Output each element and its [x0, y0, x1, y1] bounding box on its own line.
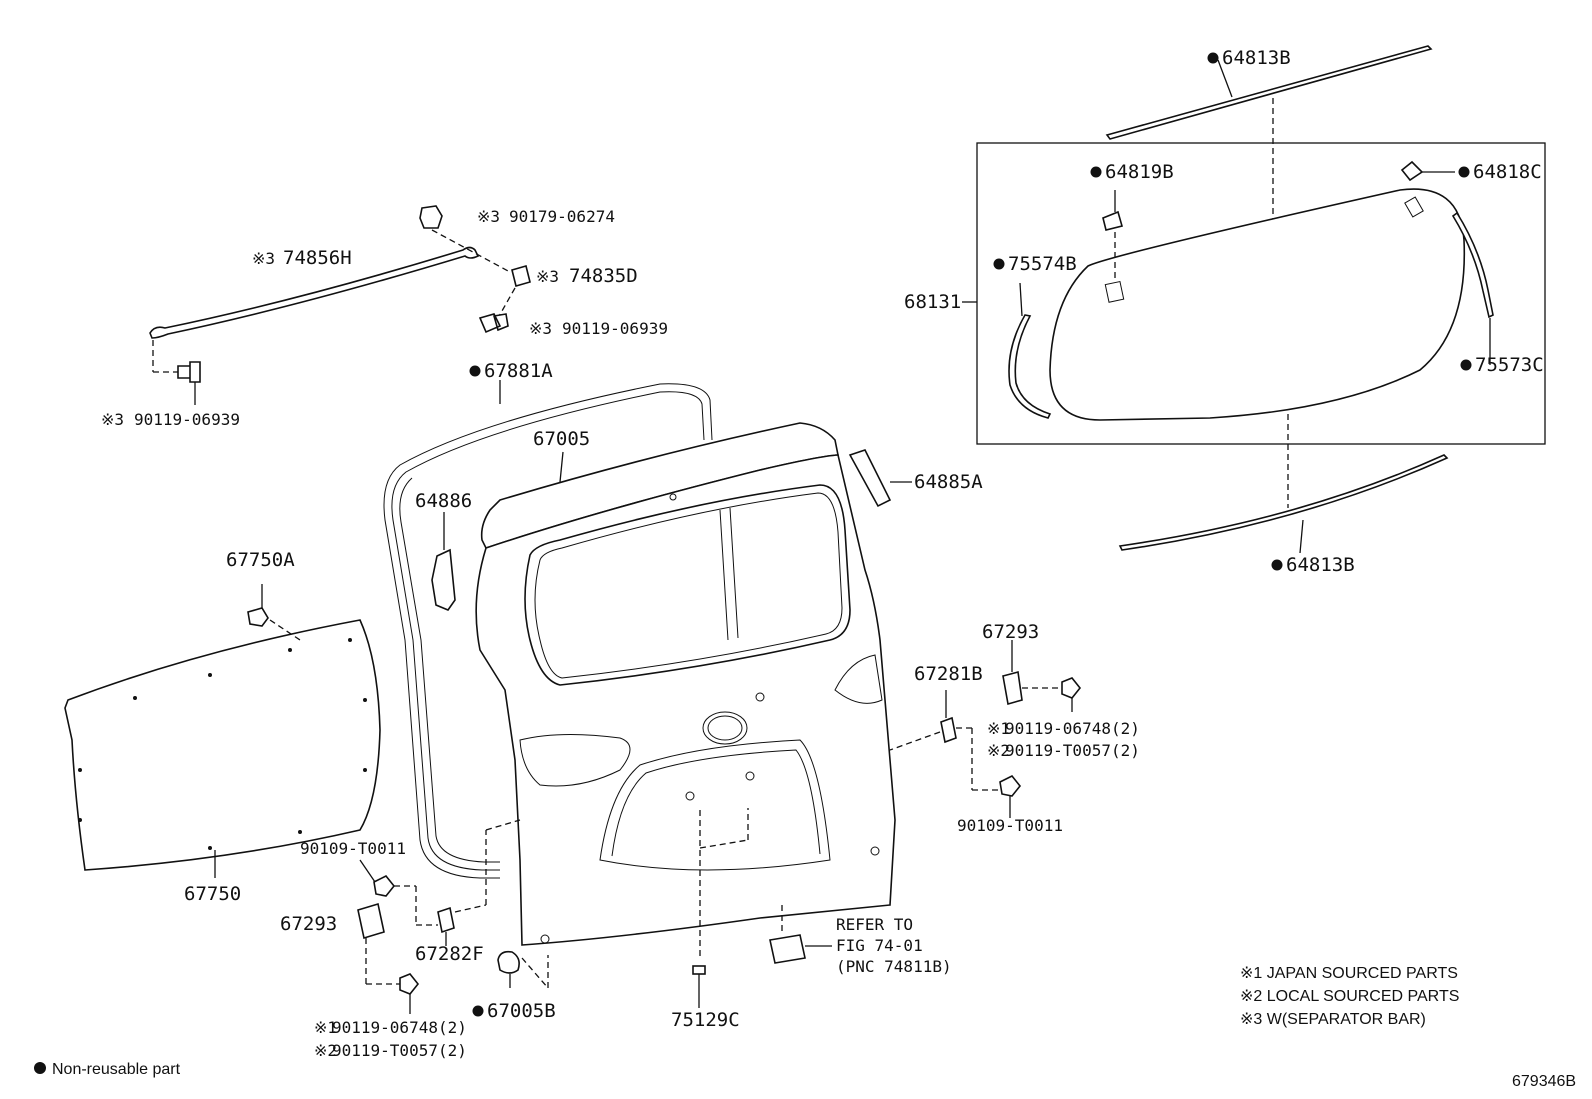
source-notes: ※1 JAPAN SOURCED PARTS ※2 LOCAL SOURCED …	[1240, 965, 1459, 1028]
label-74856H: 74856H	[283, 247, 352, 269]
label-75573C: 75573C	[1475, 354, 1544, 376]
license-recess	[599, 739, 831, 871]
label-90119-06939-upper: 90119-06939	[562, 319, 668, 338]
bolt-left-part	[399, 973, 420, 995]
bolt-right-part	[1061, 677, 1082, 699]
label-67005B: 67005B	[487, 1000, 556, 1022]
prefix-90119-a: ※3	[529, 319, 552, 338]
bracket-64886-part	[431, 548, 456, 611]
label-90119-T0057-right: 90119-T0057(2)	[1005, 741, 1140, 760]
label-64885A: 64885A	[914, 471, 983, 493]
left-lamp	[519, 733, 631, 787]
part-labels: 64813B 64819B 64818C 75574B 68131 75573C…	[101, 47, 1544, 1060]
moulding-64813B-top-part	[1105, 45, 1433, 140]
label-67750A: 67750A	[226, 549, 295, 571]
legend: Non-reusable part	[34, 1061, 181, 1078]
back-door-glass-68131	[1049, 188, 1466, 421]
figure-id: 679346B	[1512, 1073, 1576, 1090]
glass-assembly	[962, 45, 1546, 554]
stopper-67005B-part	[497, 950, 520, 974]
bolt-90119-06939-upper-part	[478, 313, 509, 334]
glass-inset-frame	[976, 142, 1546, 445]
clip-67750A-part	[247, 607, 269, 627]
label-64818C: 64818C	[1473, 161, 1542, 183]
non-reusable-dot-icon	[34, 1062, 46, 1074]
legend-non-reusable: Non-reusable part	[52, 1061, 181, 1078]
label-67005: 67005	[533, 428, 590, 450]
separator-bar-assembly	[149, 205, 531, 405]
clip-64819B-part	[1102, 210, 1123, 231]
label-64813B-top: 64813B	[1222, 47, 1291, 69]
label-67293-right: 67293	[982, 621, 1039, 643]
label-67881A: 67881A	[484, 360, 553, 382]
lock-67282F-part	[437, 906, 455, 934]
clip-75129C-part	[692, 965, 706, 975]
label-64886: 64886	[415, 490, 472, 512]
dam-75574B-part	[1008, 314, 1052, 419]
label-90119-06748-left: 90119-06748(2)	[332, 1018, 467, 1037]
label-64819B: 64819B	[1105, 161, 1174, 183]
prefix-90179: ※3	[477, 207, 500, 226]
lock-67281B-part	[940, 716, 957, 744]
clip-64818C-part	[1400, 160, 1424, 182]
prefix-90119-06748-right: ※1	[987, 719, 1010, 738]
trim-board-67750-part	[64, 619, 381, 871]
label-75129C: 75129C	[671, 1009, 740, 1031]
label-67281B: 67281B	[914, 663, 983, 685]
emblem	[702, 711, 748, 745]
screw-90109-T0011-right-part	[999, 774, 1022, 797]
nut-90179-06274-part	[419, 205, 443, 229]
separator-bar-74856H-part	[149, 246, 480, 339]
label-90109-T0011-left: 90109-T0011	[300, 839, 406, 858]
label-74835D: 74835D	[569, 265, 638, 287]
door-window-opening	[524, 484, 851, 686]
note-separator-bar: ※3 W(SEPARATOR BAR)	[1240, 1011, 1426, 1028]
refer-line-3: (PNC 74811B)	[836, 957, 952, 976]
bolt-90119-06939-lower-part	[177, 361, 201, 383]
weatherstrip-67881A-part	[383, 383, 713, 879]
note-japan-sourced: ※1 JAPAN SOURCED PARTS	[1240, 965, 1458, 982]
note-local-sourced: ※2 LOCAL SOURCED PARTS	[1240, 988, 1459, 1005]
label-68131: 68131	[904, 291, 961, 313]
label-64813B-bottom: 64813B	[1286, 554, 1355, 576]
bracket-67293-left-part	[357, 902, 385, 940]
prefix-90119-06748-left: ※1	[314, 1018, 337, 1037]
bracket-74835D-part	[511, 265, 531, 287]
dam-75573C-part	[1451, 211, 1494, 319]
label-90179-06274: 90179-06274	[509, 207, 615, 226]
label-67282F: 67282F	[415, 943, 484, 965]
stay-64885A-part	[848, 449, 892, 508]
screw-90109-T0011-left-part	[373, 874, 396, 897]
label-67293-left: 67293	[280, 913, 337, 935]
prefix-90119-T0057-left: ※2	[314, 1041, 337, 1060]
label-67750: 67750	[184, 883, 241, 905]
bracket-67293-right-part	[1002, 670, 1023, 706]
label-90119-06939-lower: 90119-06939	[134, 410, 240, 429]
label-75574B: 75574B	[1008, 253, 1077, 275]
prefix-90119-T0057-right: ※2	[987, 741, 1010, 760]
prefix-90119-b: ※3	[101, 410, 124, 429]
moulding-64813B-bottom-part	[1118, 454, 1449, 551]
back-door-67005	[475, 422, 896, 946]
label-90109-T0011-right: 90109-T0011	[957, 816, 1063, 835]
label-90119-06748-right: 90119-06748(2)	[1005, 719, 1140, 738]
label-90119-T0057-left: 90119-T0057(2)	[332, 1041, 467, 1060]
refer-line-2: FIG 74-01	[836, 936, 923, 955]
prefix-74835D: ※3	[536, 267, 559, 286]
handle-74811B-part	[769, 934, 806, 964]
right-lamp	[834, 654, 883, 704]
refer-line-1: REFER TO	[836, 915, 913, 934]
prefix-74856H: ※3	[252, 249, 275, 268]
